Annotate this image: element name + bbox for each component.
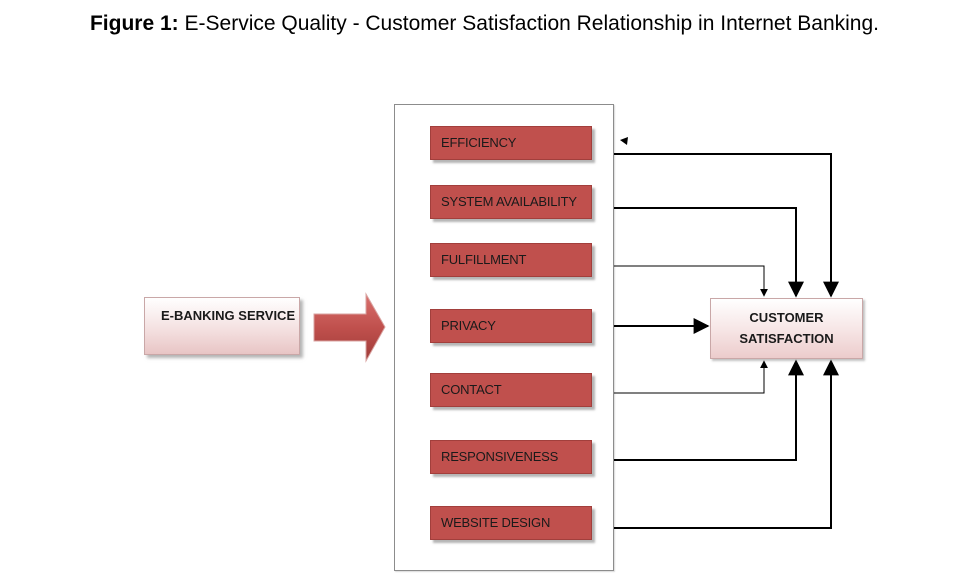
- big-block-arrow: [313, 292, 386, 363]
- customer-satisfaction-box: CUSTOMER SATISFACTION: [710, 298, 863, 359]
- dimension-privacy: PRIVACY: [430, 309, 592, 343]
- dimension-efficiency: EFFICIENCY: [430, 126, 592, 160]
- dimension-website-design: WEBSITE DESIGN: [430, 506, 592, 540]
- customer-satisfaction-line1: CUSTOMER: [749, 310, 824, 325]
- e-banking-service-box: E-BANKING SERVICE: [144, 297, 300, 355]
- dimension-contact: CONTACT: [430, 373, 592, 407]
- figure-title: E-Service Quality - Customer Satisfactio…: [184, 12, 880, 35]
- dimension-system-availability: SYSTEM AVAILABILITY: [430, 185, 592, 219]
- dimension-fulfillment: FULFILLMENT: [430, 243, 592, 277]
- customer-satisfaction-line2: SATISFACTION: [739, 331, 834, 346]
- dimension-responsiveness: RESPONSIVENESS: [430, 440, 592, 474]
- efficiency-feedback-arrowhead: [620, 137, 628, 145]
- figure-caption: Figure 1: E-Service Quality - Customer S…: [0, 12, 969, 36]
- connector-responsiveness: [614, 359, 804, 461]
- figure-label: Figure 1:: [89, 12, 179, 35]
- connector-website-design: [614, 359, 839, 529]
- connector-efficiency: [614, 153, 839, 298]
- connector-system-availability: [614, 207, 804, 298]
- connector-contact: [614, 360, 768, 394]
- connector-fulfillment: [614, 265, 768, 297]
